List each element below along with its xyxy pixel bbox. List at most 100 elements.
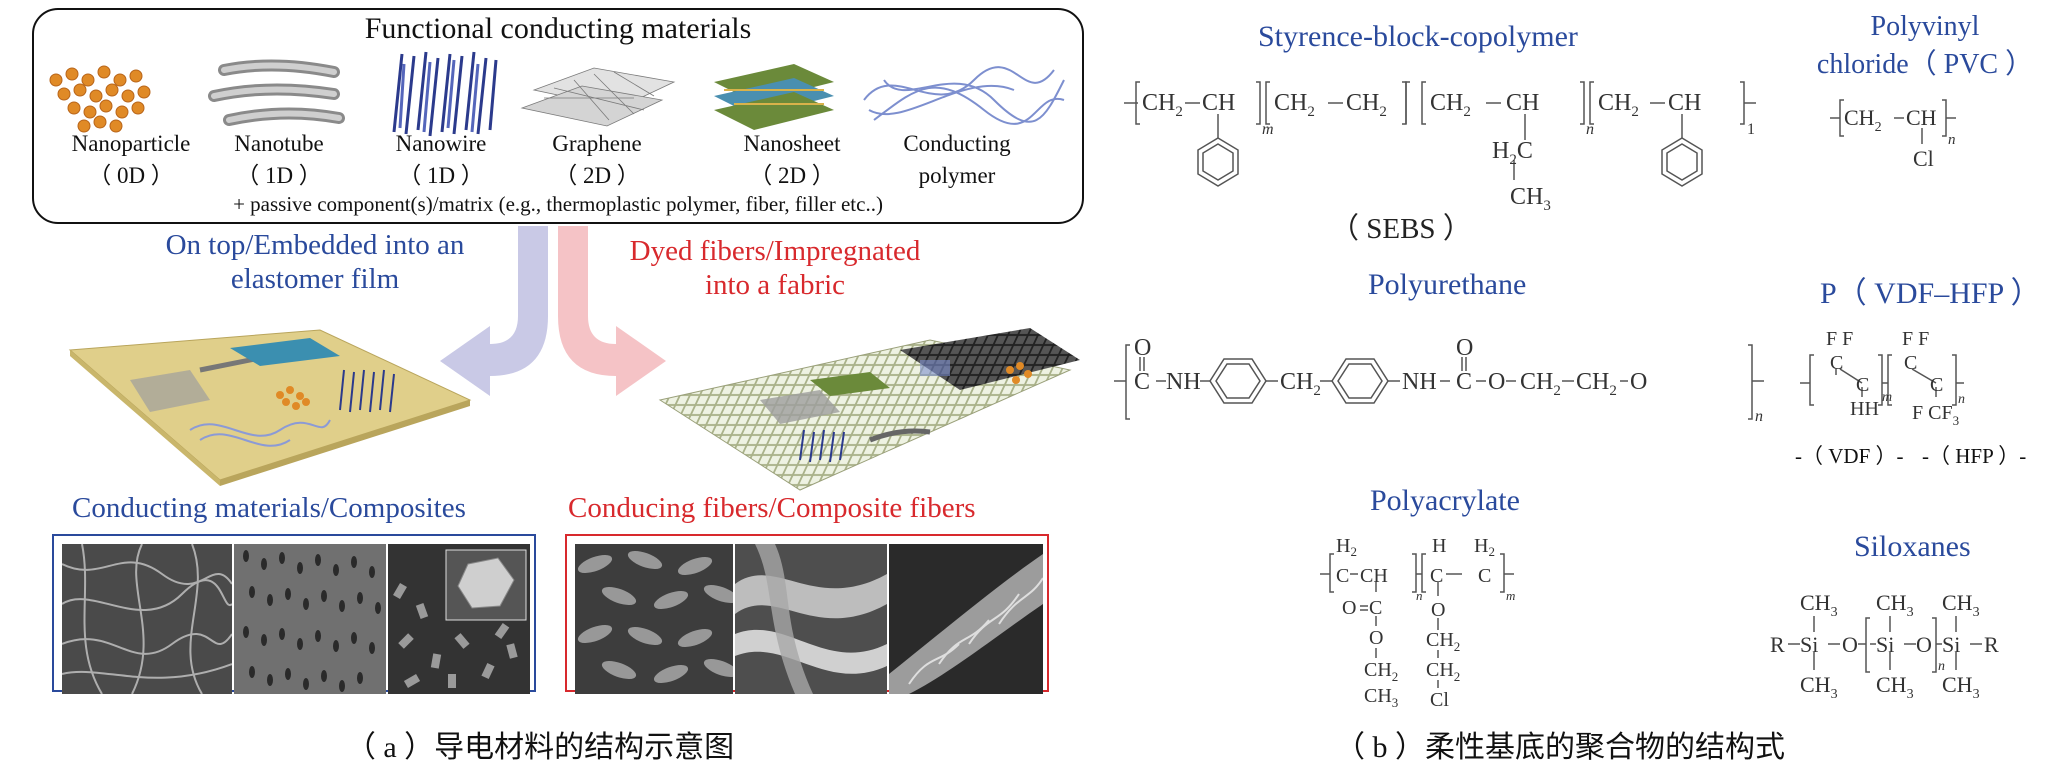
material-name: Graphene <box>552 131 642 156</box>
pacr-c-1: C <box>1336 565 1349 587</box>
material-name: Nanotube <box>234 131 324 156</box>
conducting-polymer-icon <box>863 66 1065 125</box>
svg-text:CH3: CH3 <box>1942 590 1980 620</box>
svg-text:H2: H2 <box>1474 535 1495 559</box>
pu-o-2: O <box>1456 335 1473 361</box>
silox-o-1: O <box>1842 632 1858 657</box>
pacr-o-1: O <box>1342 597 1356 619</box>
material-label-nanoparticle: Nanoparticle （ 0D ） <box>56 128 206 192</box>
svg-text:CH2: CH2 <box>1598 90 1639 120</box>
svg-text:CH3: CH3 <box>1942 672 1980 702</box>
pvdf-structure: F F C C HH m F F C C F CF3 n <box>1800 328 1965 428</box>
material-label-conducting-polymer: Conducting polymer <box>882 128 1032 192</box>
sem-image-fiber-array <box>234 544 386 694</box>
pu-sub2-1: 2 <box>1313 383 1321 399</box>
sebs-sub3: 3 <box>1543 198 1551 214</box>
graphene-icon <box>520 67 676 127</box>
material-dim: （ 2D ） <box>749 163 835 188</box>
left-arrow-icon <box>440 226 548 396</box>
pvc-ch2: CH <box>1844 105 1875 130</box>
silox-ch3-4: CH <box>1876 672 1907 697</box>
pvdf-vdf-label: -（ VDF ）- <box>1795 444 1904 468</box>
pacr-ch2-3: CH <box>1426 659 1454 681</box>
elastomer-film-illustration <box>68 329 472 486</box>
pvdf-sub-n: n <box>1958 392 1965 407</box>
pacr-o-3: O <box>1431 599 1445 621</box>
left-path-line1: On top/Embedded into an <box>165 229 465 261</box>
pacr-sub3: 3 <box>1392 695 1399 710</box>
silox-r-2: R <box>1984 632 1999 657</box>
functional-materials-box: Functional conducting materials <box>32 8 1084 224</box>
sebs-ch2-b: CH <box>1274 90 1307 116</box>
material-name: Nanowire <box>395 131 487 156</box>
silox-sub3-2: 3 <box>1831 687 1838 702</box>
pvc-structure: CH2 CH n Cl <box>1830 99 1956 171</box>
pu-ch2-2: CH <box>1520 369 1553 395</box>
silox-title: Siloxanes <box>1854 530 1971 563</box>
sebs-ch-c: CH <box>1668 90 1701 116</box>
panel-b: Styrence-block-copolymer CH2 CH m CH2 CH <box>1110 0 2067 764</box>
pacr-sub2-4: 2 <box>1392 669 1399 684</box>
sebs-sub-n: n <box>1586 121 1594 138</box>
material-name: Nanoparticle <box>71 131 191 156</box>
material-illustrations <box>49 51 1065 137</box>
right-path-line2: into a fabric <box>704 269 846 301</box>
pacr-ch: CH <box>1360 565 1388 587</box>
pacr-structure: H2 C CH n H C H2 C m O C O CH2 CH3 O CH2… <box>1320 535 1515 710</box>
silox-sub-n: n <box>1938 659 1945 674</box>
svg-text:CH3: CH3 <box>1800 590 1838 620</box>
pacr-sub-n: n <box>1416 588 1423 603</box>
svg-text:CH2: CH2 <box>1274 90 1315 120</box>
sebs-sub2-e: 2 <box>1631 104 1639 120</box>
pvdf-ff-1: F F <box>1826 328 1853 350</box>
pvdf-sub-m: m <box>1882 390 1892 405</box>
pvdf-c-4: C <box>1930 374 1943 396</box>
pvdf-c-1: C <box>1830 352 1843 374</box>
silox-ch3-1: CH <box>1800 590 1831 615</box>
pu-o-4: O <box>1630 369 1647 395</box>
pu-nh-2: NH <box>1402 369 1437 395</box>
sebs-ch-b: CH <box>1506 90 1539 116</box>
caption-a: （ a ）导电材料的结构示意图 <box>345 731 735 764</box>
pu-c-1: C <box>1134 369 1150 395</box>
silox-si-1: Si <box>1800 632 1818 657</box>
pacr-sub-m: m <box>1506 588 1515 603</box>
pu-ch2-1: CH <box>1280 369 1313 395</box>
material-dim: （ 2D ） <box>554 163 640 188</box>
pacr-ch2-1: CH <box>1364 659 1392 681</box>
svg-text:CH2: CH2 <box>1142 90 1183 120</box>
sebs-h2c-h: H <box>1492 138 1509 164</box>
silox-ch3-2: CH <box>1800 672 1831 697</box>
pu-ch2-3: CH <box>1576 369 1609 395</box>
passive-note: + passive component(s)/matrix (e.g., the… <box>233 192 883 216</box>
sebs-sub2-b: 2 <box>1307 104 1315 120</box>
svg-text:CH3: CH3 <box>1510 184 1551 214</box>
silox-r-1: R <box>1770 632 1785 657</box>
pu-o-1: O <box>1134 335 1151 361</box>
pvdf-c-2: C <box>1856 374 1869 396</box>
pvc-title-line1: Polyvinyl <box>1870 11 1980 42</box>
svg-text:CH3: CH3 <box>1800 672 1838 702</box>
nanowire-icon <box>392 51 498 137</box>
material-label-nanowire: Nanowire （ 1D ） <box>366 128 516 192</box>
pacr-ch3: CH <box>1364 685 1392 707</box>
sebs-ch2-e: CH <box>1598 90 1631 116</box>
pacr-sub2-6: 2 <box>1454 669 1461 684</box>
left-panel-title: Conducting materials/Composites <box>72 492 466 524</box>
caption-b: （ b ）柔性基底的聚合物的结构式 <box>1335 731 1785 764</box>
material-dim: （ 1D ） <box>398 163 484 188</box>
svg-text:CH2: CH2 <box>1430 90 1471 120</box>
pvdf-ff-2: F F <box>1902 328 1929 350</box>
silox-sub3-1: 3 <box>1831 605 1838 620</box>
sem-image-woven-fabric <box>575 544 733 694</box>
fabric-illustration <box>658 328 1080 491</box>
sebs-ch3: CH <box>1510 184 1543 210</box>
left-sem-panel <box>52 534 536 694</box>
pvc-ch: CH <box>1906 105 1937 130</box>
pacr-sub2-5: 2 <box>1454 639 1461 654</box>
pacr-c-4: C <box>1369 597 1382 619</box>
pacr-h-3: H <box>1474 535 1488 557</box>
svg-text:H2: H2 <box>1336 535 1357 559</box>
pu-o-3: O <box>1488 369 1505 395</box>
box-title: Functional conducting materials <box>364 12 752 45</box>
